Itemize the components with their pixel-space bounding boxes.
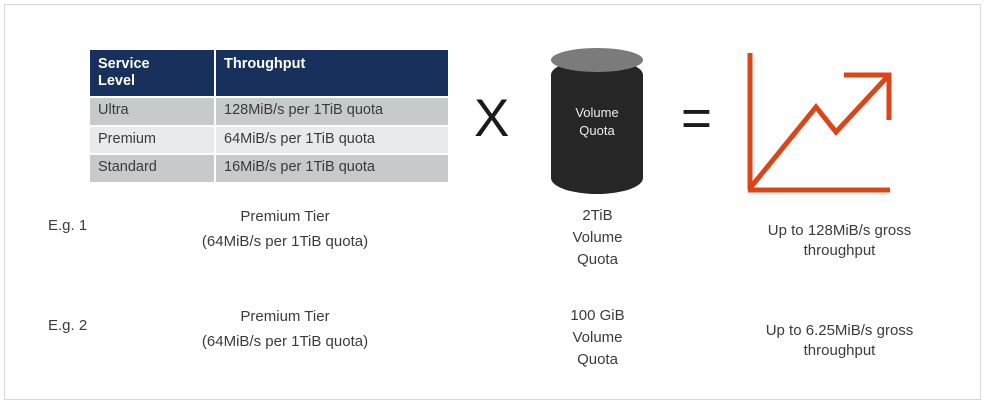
example-1-quota-line2: Volume xyxy=(572,228,623,246)
example-2-quota-line1: 100 GiB xyxy=(570,307,625,324)
chart-icon-svg xyxy=(747,53,892,193)
chart-trend-line xyxy=(749,73,891,189)
table-row: Standard 16MiB/s per 1TiB quota xyxy=(90,155,448,182)
example-2-quota-line2: Volume xyxy=(572,328,623,346)
example-1-quota-line1: 2TiB xyxy=(582,207,613,224)
example-1-tier: Premium Tier (64MiB/s per 1TiB quota) xyxy=(120,205,450,255)
header-service-line2: Level xyxy=(98,72,136,89)
table-row: Premium 64MiB/s per 1TiB quota xyxy=(90,126,448,154)
example-2-tier-line2: (64MiB/s per 1TiB quota) xyxy=(201,332,369,350)
cell-service-level-premium: Premium xyxy=(90,126,214,154)
table-header-row: Service Level Throughput xyxy=(90,50,448,97)
equals-operator-icon: = xyxy=(681,89,712,148)
multiply-operator-icon: X xyxy=(474,89,510,148)
header-service-line1: Service xyxy=(98,56,150,72)
example-2-label: E.g. 2 xyxy=(48,317,88,334)
cell-service-level-standard: Standard xyxy=(90,155,214,182)
example-1-tier-line1: Premium Tier xyxy=(240,208,330,225)
table-body: Ultra 128MiB/s per 1TiB quota Premium 64… xyxy=(90,98,448,182)
table-row: Ultra 128MiB/s per 1TiB quota xyxy=(90,98,448,125)
table-header-service-level: Service Level xyxy=(90,50,214,97)
chart-arrow-head xyxy=(844,72,892,120)
cell-service-level-ultra: Ultra xyxy=(90,98,214,125)
cylinder-body xyxy=(551,59,643,194)
example-2-tier: Premium Tier (64MiB/s per 1TiB quota) xyxy=(120,305,450,355)
example-1-tier-line2: (64MiB/s per 1TiB quota) xyxy=(201,232,369,250)
table-header-throughput: Throughput xyxy=(216,50,448,97)
example-1-result: Up to 128MiB/s gross throughput xyxy=(722,221,957,262)
cylinder-label-line1: Volume xyxy=(575,105,619,120)
example-2-quota-line3: Quota xyxy=(577,350,618,368)
example-1-result-line2: throughput xyxy=(803,242,876,260)
cell-throughput-premium: 64MiB/s per 1TiB quota xyxy=(216,126,448,154)
example-2-result: Up to 6.25MiB/s gross throughput xyxy=(722,321,957,362)
example-2-tier-line1: Premium Tier xyxy=(240,308,330,325)
example-2-quota: 100 GiB Volume Quota xyxy=(540,305,655,370)
volume-quota-cylinder: Volume Quota xyxy=(551,48,643,194)
cylinder-label-line2: Quota xyxy=(579,122,615,138)
cylinder-label: Volume Quota xyxy=(551,104,643,139)
table-header: Service Level Throughput xyxy=(90,50,448,97)
example-2-result-line2: throughput xyxy=(803,342,876,360)
example-1-label: E.g. 1 xyxy=(48,217,88,234)
upward-trend-chart-icon xyxy=(744,50,894,196)
example-1-quota: 2TiB Volume Quota xyxy=(540,205,655,270)
cell-throughput-standard: 16MiB/s per 1TiB quota xyxy=(216,155,448,182)
service-level-throughput-table: Service Level Throughput Ultra 128MiB/s … xyxy=(88,48,450,184)
example-1-quota-line3: Quota xyxy=(577,250,618,268)
cylinder-top-ellipse xyxy=(551,48,643,72)
example-2-result-line1: Up to 6.25MiB/s gross xyxy=(765,322,914,339)
cell-throughput-ultra: 128MiB/s per 1TiB quota xyxy=(216,98,448,125)
example-1-result-line1: Up to 128MiB/s gross xyxy=(767,222,912,239)
